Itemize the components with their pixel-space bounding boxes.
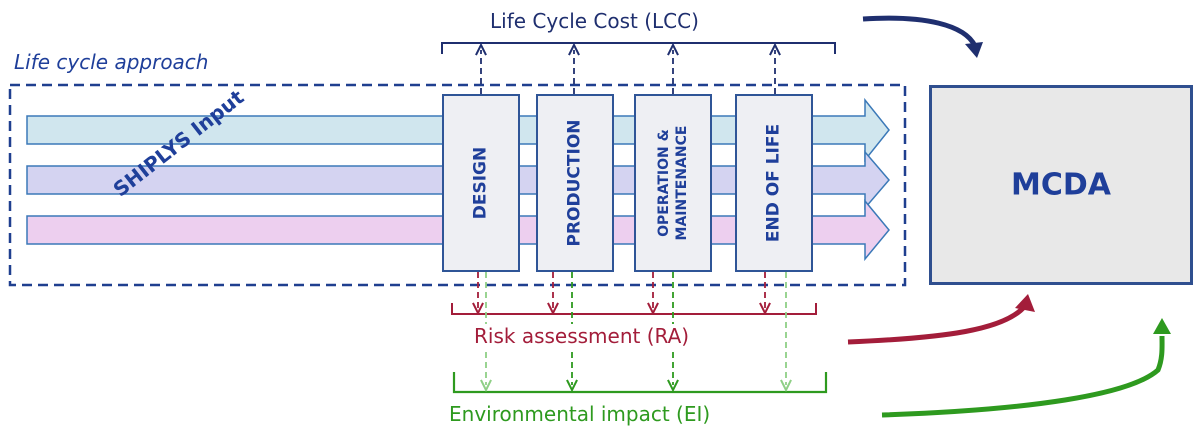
- ra-to-mcda-arrowhead: [1015, 294, 1035, 312]
- mcda-label: MCDA: [1011, 167, 1111, 203]
- ei-label: Environmental impact (EI): [449, 402, 711, 426]
- ei-to-mcda-arrow: [881, 335, 1165, 418]
- ei-to-mcda-arrowhead: [1153, 318, 1171, 334]
- lifecycle-frame: [8, 83, 907, 287]
- stage-production-box: PRODUCTION: [536, 94, 614, 272]
- lifecycle-approach-label: Life cycle approach: [14, 50, 209, 74]
- mcda-box: MCDA: [929, 85, 1193, 285]
- stage-operation-box: OPERATION & MAINTENANCE: [634, 94, 712, 272]
- lcc-to-mcda-arrowhead: [965, 42, 983, 58]
- stage-end-of-life-label: END OF LIFE: [763, 123, 784, 243]
- lcc-bracket: [441, 42, 836, 54]
- ra-to-mcda-arrow: [847, 304, 1027, 345]
- stage-operation-label: OPERATION & MAINTENANCE: [656, 125, 690, 241]
- stage-end-of-life-box: END OF LIFE: [735, 94, 813, 272]
- ei-bracket: [452, 372, 828, 394]
- ra-label: Risk assessment (RA): [474, 324, 690, 348]
- stage-design-box: DESIGN: [442, 94, 520, 272]
- lcc-to-mcda-arrow: [862, 15, 978, 48]
- ra-bracket: [451, 303, 817, 315]
- stage-design-label: DESIGN: [470, 146, 491, 220]
- lcc-label: Life Cycle Cost (LCC): [490, 9, 699, 33]
- stage-production-label: PRODUCTION: [564, 119, 585, 247]
